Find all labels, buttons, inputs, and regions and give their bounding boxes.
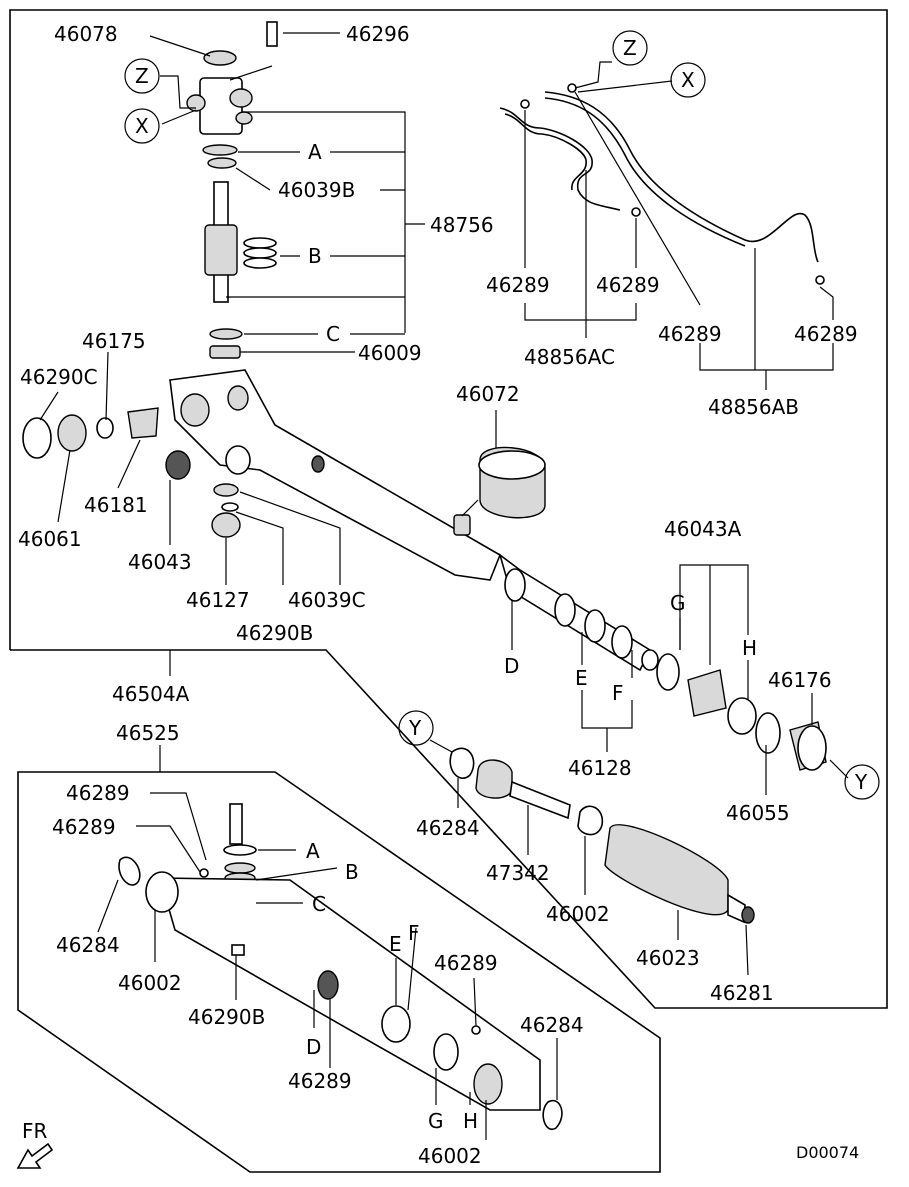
label-46504a: 46504A — [112, 682, 190, 706]
label-46281: 46281 — [710, 981, 774, 1005]
label-a-top: A — [308, 140, 322, 164]
label-c-top: C — [326, 322, 340, 346]
left-side-parts — [22, 407, 241, 538]
inset-label-46284-right: 46284 — [520, 1013, 584, 1037]
label-z-top-right: Z — [623, 36, 637, 60]
label-46290c: 46290C — [20, 365, 98, 389]
label-x-top-right: X — [681, 68, 695, 92]
label-46175: 46175 — [82, 329, 146, 353]
inset-rack-assembly — [118, 803, 563, 1131]
valve-housing-group — [186, 21, 278, 359]
inset-label-46289-a: 46289 — [66, 781, 130, 805]
label-48756: 48756 — [430, 213, 494, 237]
label-x-top-left: X — [135, 114, 149, 138]
label-46289-d: 46289 — [794, 322, 858, 346]
label-46289-c: 46289 — [658, 322, 722, 346]
label-46039b: 46039B — [278, 178, 355, 202]
label-h-main: H — [742, 636, 757, 660]
front-direction-arrow-icon — [16, 1142, 54, 1169]
label-e-main: E — [575, 666, 588, 690]
leader-lines-right — [511, 564, 849, 795]
label-d-main: D — [504, 654, 519, 678]
label-46176: 46176 — [768, 668, 832, 692]
reference-circles — [124, 30, 880, 800]
leader-lines-inset — [97, 792, 558, 1140]
label-46078: 46078 — [54, 22, 118, 46]
label-46043a: 46043A — [664, 517, 742, 541]
label-g-main: G — [670, 591, 686, 615]
label-f-main: F — [612, 681, 624, 705]
rack-housing — [169, 369, 659, 672]
inset-label-46002-left: 46002 — [118, 971, 182, 995]
label-46072: 46072 — [456, 382, 520, 406]
inset-label-d: D — [306, 1035, 321, 1059]
inset-label-e: E — [389, 932, 402, 956]
label-46039c: 46039C — [288, 588, 366, 612]
label-46128: 46128 — [568, 756, 632, 780]
label-46043: 46043 — [128, 550, 192, 574]
label-46181: 46181 — [84, 493, 148, 517]
inset-label-46002-bottom: 46002 — [418, 1144, 482, 1168]
inset-label-a: A — [306, 839, 320, 863]
inset-label-g: G — [428, 1109, 444, 1133]
label-46061: 46061 — [18, 527, 82, 551]
label-46289-b: 46289 — [596, 273, 660, 297]
right-side-parts — [656, 653, 827, 771]
fr-label: FR — [22, 1119, 48, 1143]
label-y-right: Y — [854, 770, 868, 794]
inset-label-46289-c: 46289 — [288, 1069, 352, 1093]
label-46296: 46296 — [346, 22, 410, 46]
tie-rod-assembly — [449, 747, 755, 924]
label-46525: 46525 — [116, 721, 180, 745]
inset-label-h: H — [463, 1109, 478, 1133]
leader-lines-top — [149, 32, 425, 353]
label-48856ab: 48856AB — [708, 395, 799, 419]
main-frame — [9, 9, 888, 1009]
label-y-left: Y — [408, 716, 422, 740]
label-z-top-left: Z — [135, 64, 149, 88]
inset-frame — [17, 771, 661, 1173]
label-46289-a: 46289 — [486, 273, 550, 297]
inset-label-f: F — [408, 921, 420, 945]
leader-lines-tie-rod — [159, 650, 749, 976]
label-46284-main: 46284 — [416, 816, 480, 840]
diagram-code: D00074 — [796, 1143, 859, 1162]
label-46023: 46023 — [636, 946, 700, 970]
inset-label-46290b: 46290B — [188, 1005, 265, 1029]
label-46290b: 46290B — [236, 621, 313, 645]
inset-label-46289-d: 46289 — [434, 951, 498, 975]
label-46009: 46009 — [358, 341, 422, 365]
inset-label-46289-b: 46289 — [52, 815, 116, 839]
label-47342: 47342 — [486, 861, 550, 885]
label-46127: 46127 — [186, 588, 250, 612]
label-48856ac: 48856AC — [524, 345, 615, 369]
label-46055: 46055 — [726, 801, 790, 825]
inset-label-b: B — [345, 860, 359, 884]
bushing-46072 — [478, 446, 546, 519]
inset-label-46284-left: 46284 — [56, 933, 120, 957]
label-46002-main: 46002 — [546, 902, 610, 926]
label-b-top: B — [308, 244, 322, 268]
inset-label-c: C — [312, 892, 326, 916]
pressure-pipes — [499, 61, 834, 390]
